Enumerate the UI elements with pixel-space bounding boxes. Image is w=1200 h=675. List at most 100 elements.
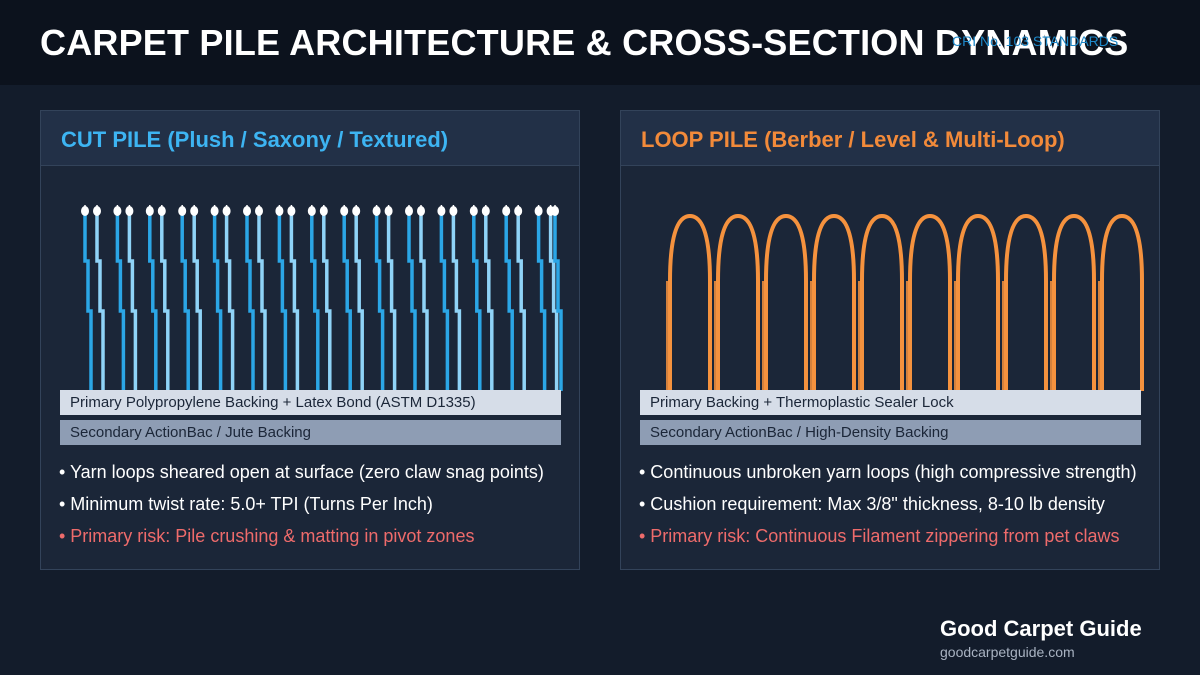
cut-pile-yarn-strand <box>419 215 429 391</box>
cut-pile-yarn-strand <box>472 215 482 391</box>
loop-pile-yarn-loop <box>1052 213 1096 391</box>
loop-pile-yarn-loop <box>668 213 712 391</box>
cut-pile-yarn-strand <box>504 215 514 391</box>
cut-pile-yarn-strand <box>439 215 450 391</box>
loop-pile-loop-leg <box>954 281 958 391</box>
cut-pile-tuft-tip <box>534 206 543 216</box>
loop-pile-loop-leg <box>810 281 814 391</box>
cut-pile-tuft-tip <box>210 206 219 216</box>
brand-name: Good Carpet Guide <box>940 616 1142 641</box>
loop-pile-bullet: • Continuous unbroken yarn loops (high c… <box>639 462 1137 482</box>
cut-pile-yarn-strand <box>127 215 138 391</box>
loop-pile-yarn-loop <box>764 213 808 391</box>
loop-pile-cross-section <box>666 213 1144 391</box>
standards-tag: CRI No. 103 STANDARDS <box>952 33 1119 49</box>
cut-pile-tuft-tip <box>307 206 316 216</box>
cut-pile-tuft-tip <box>417 206 425 216</box>
cut-pile-tuft-tip <box>190 206 199 216</box>
cut-pile-tuft-tip <box>481 206 490 216</box>
cut-pile-tuft-tip <box>178 206 187 216</box>
cut-pile-bullet: • Minimum twist rate: 5.0+ TPI (Turns Pe… <box>59 494 433 514</box>
cut-pile-cross-section <box>81 205 563 391</box>
cut-pile-tuft-tip <box>340 206 349 216</box>
brand-url: goodcarpetguide.com <box>940 644 1075 660</box>
cut-pile-title: CUT PILE (Plush / Saxony / Textured) <box>61 127 449 152</box>
cut-pile-yarn-strand <box>553 215 563 391</box>
cut-pile-bullets: • Yarn loops sheared open at surface (ze… <box>59 460 544 556</box>
loop-pile-primary-backing: Primary Backing + Thermoplastic Sealer L… <box>640 390 1141 415</box>
cut-pile-yarn-strand <box>245 215 255 391</box>
cut-pile-tuft-tip <box>157 206 166 216</box>
loop-pile-panel-header: LOOP PILE (Berber / Level & Multi-Loop) <box>621 111 1159 166</box>
loop-pile-loop-leg <box>1002 281 1006 391</box>
cut-pile-tuft-tip <box>93 206 101 216</box>
loop-pile-risk-bullet: • Primary risk: Continuous Filament zipp… <box>639 526 1120 546</box>
cut-pile-tuft-tip <box>113 206 122 216</box>
cut-pile-tuft-tip <box>255 206 263 216</box>
cut-pile-yarn-strand <box>310 215 320 391</box>
cut-pile-tuft-tip <box>502 206 511 216</box>
cut-pile-tuft-tip <box>125 206 134 216</box>
cut-pile-panel-header: CUT PILE (Plush / Saxony / Textured) <box>41 111 579 166</box>
loop-pile-bullets: • Continuous unbroken yarn loops (high c… <box>639 460 1137 556</box>
cut-pile-yarn-strand <box>289 215 300 391</box>
loop-pile-yarn-loop <box>1100 213 1144 391</box>
cut-pile-tuft-tip <box>437 206 446 216</box>
cut-pile-yarn-strand <box>180 215 190 391</box>
cut-pile-yarn-strand <box>407 215 417 391</box>
loop-pile-title: LOOP PILE (Berber / Level & Multi-Loop) <box>641 127 1065 152</box>
loop-pile-yarn-loop <box>956 213 1000 391</box>
cut-pile-yarn-strand <box>548 215 559 391</box>
cut-pile-yarn-strand <box>451 215 462 391</box>
cut-pile-yarn-strand <box>224 215 235 391</box>
cut-pile-tuft-tip <box>384 206 393 216</box>
loop-pile-yarn-loop <box>1004 213 1048 391</box>
cut-pile-yarn-strand <box>516 215 526 391</box>
cut-pile-tuft-tip <box>469 206 478 216</box>
cut-pile-bullet: • Yarn loops sheared open at surface (ze… <box>59 462 544 482</box>
cut-pile-tuft-tip <box>405 206 413 216</box>
cut-pile-tuft-tip <box>514 206 523 216</box>
loop-pile-loop-leg <box>1098 281 1102 391</box>
loop-pile-yarn-loop <box>812 213 856 391</box>
cut-pile-yarn-strand <box>257 215 267 391</box>
cut-pile-yarn-strand <box>342 215 352 391</box>
loop-pile-yarn-loop <box>908 213 952 391</box>
cut-pile-tuft-tip <box>275 206 284 216</box>
loop-pile-secondary-backing: Secondary ActionBac / High-Density Backi… <box>640 420 1141 445</box>
loop-pile-yarn-loop <box>716 213 760 391</box>
cut-pile-tuft-tip <box>372 206 381 216</box>
cut-pile-yarn-strand <box>148 215 158 391</box>
cut-pile-panel: CUT PILE (Plush / Saxony / Textured) Pri… <box>40 110 580 570</box>
cut-pile-yarn-strand <box>160 215 170 391</box>
loop-pile-loop-leg <box>858 281 862 391</box>
cut-pile-tuft-tip <box>81 206 89 216</box>
loop-pile-panel: LOOP PILE (Berber / Level & Multi-Loop) … <box>620 110 1160 570</box>
cut-pile-yarn-strand <box>386 215 397 391</box>
cut-pile-yarn-strand <box>95 215 105 391</box>
cut-pile-tuft-tip <box>319 206 328 216</box>
loop-pile-loop-leg <box>666 281 670 391</box>
cut-pile-yarn-strand <box>212 215 223 391</box>
loop-pile-loop-leg <box>1050 281 1054 391</box>
cut-pile-tuft-tip <box>222 206 231 216</box>
loop-pile-loop-leg <box>762 281 766 391</box>
loop-pile-loop-leg <box>714 281 718 391</box>
loop-pile-yarn-loop <box>860 213 904 391</box>
cut-pile-risk-bullet: • Primary risk: Pile crushing & matting … <box>59 526 475 546</box>
cut-pile-tuft-tip <box>145 206 154 216</box>
cut-pile-yarn-strand <box>192 215 202 391</box>
cut-pile-yarn-strand <box>374 215 385 391</box>
cut-pile-tuft-tip <box>551 206 559 216</box>
cut-pile-yarn-strand <box>277 215 288 391</box>
cut-pile-secondary-backing: Secondary ActionBac / Jute Backing <box>60 420 561 445</box>
header-bar: CARPET PILE ARCHITECTURE & CROSS-SECTION… <box>0 0 1200 85</box>
cut-pile-yarn-strand <box>115 215 126 391</box>
loop-pile-loop-leg <box>906 281 910 391</box>
cut-pile-yarn-strand <box>354 215 364 391</box>
page-title: CARPET PILE ARCHITECTURE & CROSS-SECTION… <box>40 22 1129 63</box>
cut-pile-primary-backing: Primary Polypropylene Backing + Latex Bo… <box>60 390 561 415</box>
cut-pile-tuft-tip <box>243 206 251 216</box>
cut-pile-tuft-tip <box>287 206 296 216</box>
cut-pile-tuft-tip <box>449 206 458 216</box>
